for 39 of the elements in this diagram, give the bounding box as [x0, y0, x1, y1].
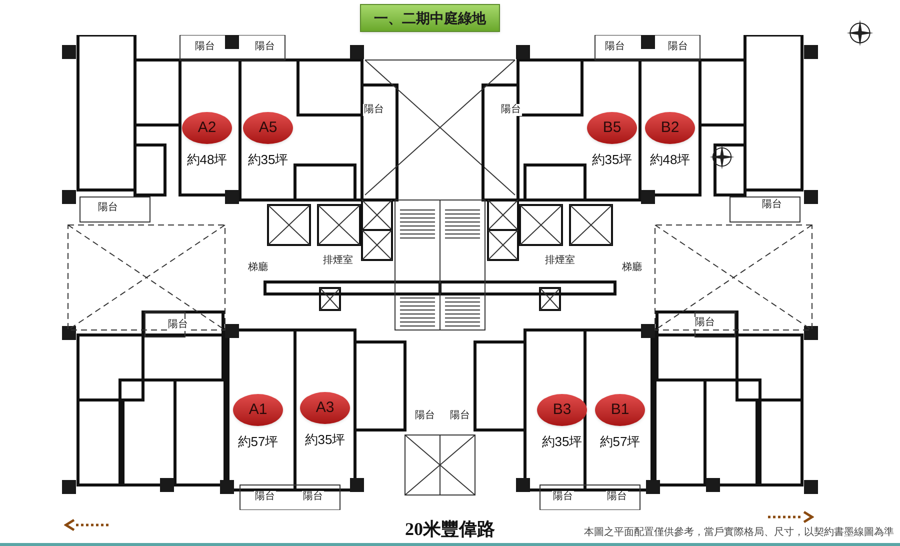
area-label: 約35坪	[590, 151, 634, 169]
area-label: 約57坪	[598, 433, 642, 451]
disclaimer-note: 本圖之平面配置僅供參考，當戶實際格局、尺寸，以契約書墨線圖為準	[584, 527, 894, 539]
area-label: 約48坪	[648, 151, 692, 169]
room-label: 陽台	[667, 41, 689, 53]
area-label: 約35坪	[304, 431, 346, 449]
unit-badge: B5	[587, 112, 637, 144]
room-label: 陽台	[254, 491, 276, 503]
room-label: 排煙室	[322, 255, 354, 267]
room-label: 陽台	[500, 104, 522, 116]
unit-badge: A2	[182, 112, 232, 144]
unit-badge: B1	[595, 394, 645, 426]
room-label: 陽台	[363, 104, 385, 116]
area-label: 約35坪	[540, 433, 584, 451]
room-label: 陽台	[694, 317, 716, 329]
area-label: 約35坪	[246, 151, 290, 169]
area-label: 約57坪	[236, 433, 280, 451]
room-label: 陽台	[449, 410, 471, 422]
room-label: 陽台	[606, 491, 628, 503]
unit-badge: B2	[645, 112, 695, 144]
unit-badge: B3	[537, 394, 587, 426]
room-label: 陽台	[97, 202, 119, 214]
room-label: 陽台	[167, 319, 189, 331]
room-label: 排煙室	[544, 255, 576, 267]
unit-badge: A1	[233, 394, 283, 426]
room-label: 梯廳	[621, 262, 643, 274]
room-label: 陽台	[194, 41, 216, 53]
room-label: 陽台	[604, 41, 626, 53]
road-name: 20米豐偉路	[404, 518, 496, 541]
room-label: 陽台	[302, 491, 324, 503]
room-label: 梯廳	[247, 262, 269, 274]
area-label: 約48坪	[186, 151, 228, 169]
room-label: 陽台	[414, 410, 436, 422]
room-label: 陽台	[254, 41, 276, 53]
room-label: 陽台	[761, 199, 783, 211]
title-banner: 一、二期中庭綠地	[360, 4, 500, 32]
unit-badge: A3	[300, 392, 350, 424]
room-label: 陽台	[552, 491, 574, 503]
unit-badge: A5	[243, 112, 293, 144]
